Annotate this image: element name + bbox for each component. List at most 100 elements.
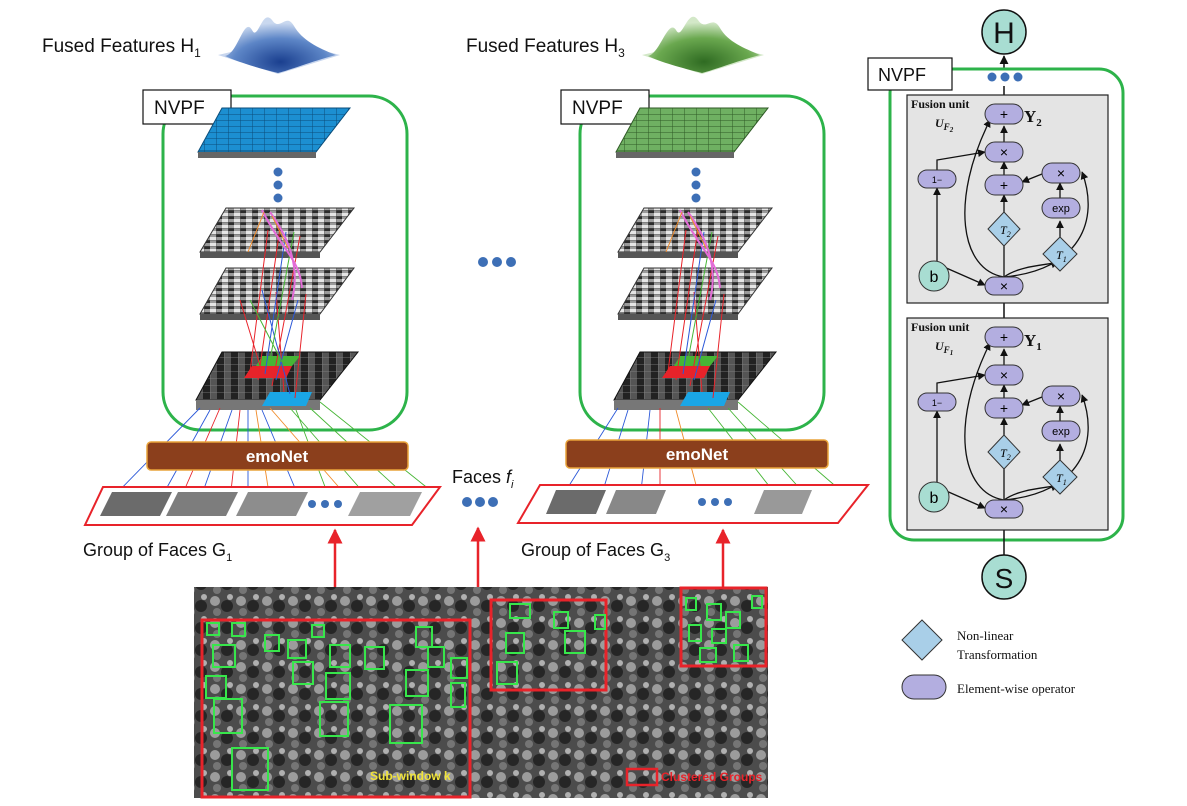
op-one-minus: 1− <box>932 398 942 408</box>
photo-background <box>194 587 768 798</box>
nvpf-frame-mid <box>578 94 826 432</box>
element-wise-op <box>984 326 1024 348</box>
emonet-block-mid <box>565 439 829 469</box>
op-plus: + <box>1000 106 1008 122</box>
layer-dot <box>273 167 283 177</box>
faces-fi-label: Faces fi <box>452 467 514 491</box>
fused-features-h1-label: Fused Features H1 <box>42 36 201 60</box>
nonlinear-transform-t1 <box>1042 459 1078 495</box>
bias-label: b <box>930 269 939 286</box>
subwindow-label: Sub-window k <box>370 769 451 783</box>
top-feature-layer-left <box>197 107 352 153</box>
element-wise-op <box>984 276 1024 296</box>
ellipsis-dot <box>492 257 502 267</box>
top-feature-layer-mid <box>615 107 770 153</box>
op-times: × <box>1000 501 1008 517</box>
element-wise-op <box>984 397 1024 419</box>
nvpf-label-left: NVPF <box>154 98 205 119</box>
element-wise-op <box>1041 197 1081 219</box>
emonet-label-mid: emoNet <box>666 445 729 464</box>
ellipsis-dot <box>475 497 485 507</box>
nonlinear-transform-t2 <box>987 434 1021 470</box>
fusion-unit-y: Y1 <box>1024 331 1042 353</box>
legend-pill-label: Element-wise operator <box>957 681 1076 696</box>
connection-lines-left <box>239 209 307 399</box>
element-wise-op <box>1041 162 1081 184</box>
ellipsis-dot <box>987 72 997 82</box>
legend-pill-icon <box>901 674 947 700</box>
emonet-block-left <box>146 441 409 471</box>
group-of-faces-g1-label: Group of Faces G1 <box>83 540 232 564</box>
bias-label: b <box>930 490 939 507</box>
ellipsis-dot <box>462 497 472 507</box>
fusion-unit-1: Fusion unit UF1 Y1 + × <box>906 317 1109 531</box>
fusion-unit-u: UF1 <box>935 339 953 357</box>
fusion-unit-y: Y2 <box>1024 107 1042 129</box>
layer-dot <box>273 180 283 190</box>
op-times: × <box>1057 165 1065 181</box>
op-times: × <box>1057 388 1065 404</box>
ellipsis-dot <box>506 257 516 267</box>
t1-label: T1 <box>1056 471 1067 487</box>
layer-dot <box>691 193 701 203</box>
left-panel: Fused Features H1 NVPF <box>42 17 442 564</box>
clustered-groups-swatch <box>625 767 659 787</box>
input-node-s-label: S <box>995 563 1014 594</box>
fused-features-h1-surface <box>218 17 340 74</box>
element-wise-op <box>984 103 1024 125</box>
layer-dot <box>691 167 701 177</box>
cluster-box <box>489 598 608 692</box>
output-node-h <box>981 9 1027 55</box>
t1-label: T1 <box>1056 248 1067 264</box>
op-one-minus: 1− <box>932 175 942 185</box>
legend: Non-linear Transformation Element-wise o… <box>901 619 1076 700</box>
mid-panel: Fused Features H3 NVPF <box>466 16 871 564</box>
nonlinear-transform-t1 <box>1042 236 1078 272</box>
nvpf-frame-left <box>161 94 409 432</box>
nvpf-label-right: NVPF <box>878 65 926 85</box>
layer-dot <box>273 193 283 203</box>
face-thumbnails-mid <box>546 490 812 514</box>
legend-diamond-label-1: Non-linear <box>957 628 1014 643</box>
legend-diamond-icon <box>901 619 943 661</box>
legend-diamond-label-2: Transformation <box>957 647 1038 662</box>
face-detections <box>205 595 763 791</box>
op-times: × <box>1000 278 1008 294</box>
cluster-box <box>200 618 472 799</box>
element-wise-op <box>984 141 1024 163</box>
fusion-unit-2: Fusion unit UF2 Y2 + × <box>906 94 1109 304</box>
right-panel: H NVPF S Fusion unit UF2 Y2 <box>867 9 1125 600</box>
t2-label: T2 <box>1000 223 1011 239</box>
element-wise-op <box>984 174 1024 196</box>
nvpf-label-mid: NVPF <box>572 98 623 119</box>
group-of-faces-g3-label: Group of Faces G3 <box>521 540 670 564</box>
layer-dot <box>691 180 701 190</box>
element-wise-op <box>1041 385 1081 407</box>
op-plus: + <box>1000 329 1008 345</box>
op-times: × <box>1000 367 1008 383</box>
ellipsis-dot <box>478 257 488 267</box>
fused-features-h3-label: Fused Features H3 <box>466 36 625 60</box>
bias-node <box>918 481 950 513</box>
op-plus: + <box>1000 177 1008 193</box>
op-plus: + <box>1000 400 1008 416</box>
crowd-photo: Sub-window k Clustered Groups <box>194 586 768 799</box>
op-exp: exp <box>1052 426 1070 438</box>
nvpf-frame-right <box>888 67 1125 542</box>
clustered-groups-label: Clustered Groups <box>661 770 763 784</box>
connection-lines-mid <box>665 209 725 399</box>
t2-label: T2 <box>1000 446 1011 462</box>
cluster-box <box>679 586 768 668</box>
element-wise-op <box>917 392 957 412</box>
emonet-label-left: emoNet <box>246 447 309 466</box>
element-wise-op <box>984 499 1024 519</box>
output-node-h-label: H <box>993 17 1015 50</box>
ellipsis-dot <box>488 497 498 507</box>
ellipsis-dot <box>1000 72 1010 82</box>
element-wise-op <box>1041 420 1081 442</box>
bias-node <box>918 260 950 292</box>
op-exp: exp <box>1052 203 1070 215</box>
op-times: × <box>1000 144 1008 160</box>
fused-features-h3-surface <box>642 16 764 74</box>
